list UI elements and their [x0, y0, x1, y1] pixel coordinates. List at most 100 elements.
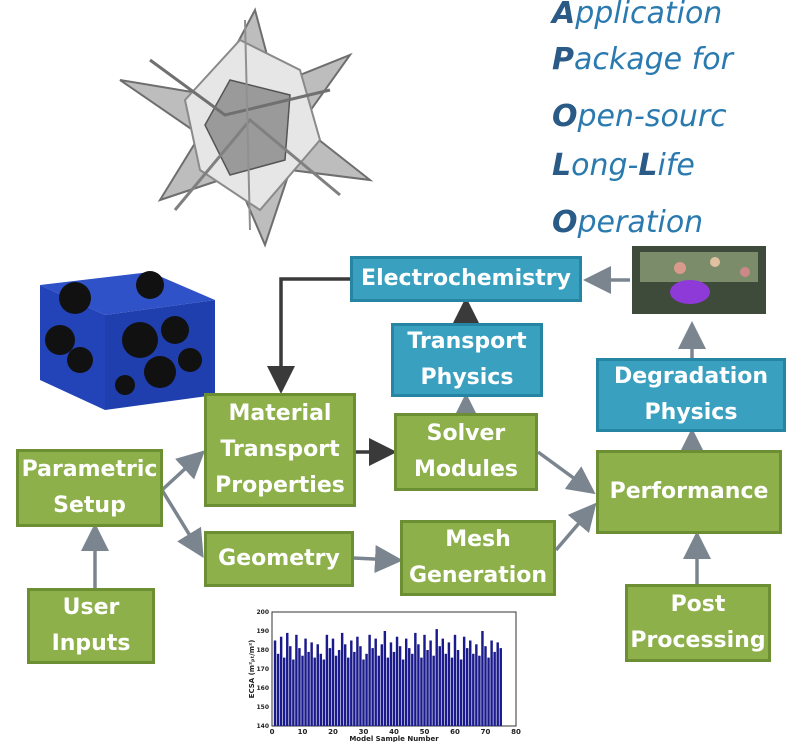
chart-bar: [475, 644, 478, 726]
chart-bar: [340, 632, 344, 726]
chart-bar: [368, 634, 371, 726]
chart-bar: [377, 655, 380, 726]
y-tick-label: 170: [256, 666, 269, 673]
degradation-physics-node: Degradation Physics: [596, 358, 786, 432]
user-inputs-node: User Inputs: [27, 588, 155, 664]
chart-bar: [395, 636, 399, 726]
chart-bar: [380, 644, 384, 726]
chart-bar: [334, 655, 338, 726]
chart-bar: [462, 636, 466, 726]
arrow-setup-to-geometry: [160, 489, 204, 558]
acronym-line-application: Application: [552, 0, 723, 31]
chart-bar: [282, 657, 286, 726]
chart-bar: [414, 632, 417, 726]
arrow-setup-to-material: [160, 450, 206, 492]
geometry-node: Geometry: [204, 531, 354, 587]
chart-bar: [298, 648, 301, 726]
performance-node: Performance: [596, 450, 782, 534]
chart-bar: [487, 657, 490, 726]
chart-bar: [432, 655, 435, 726]
chart-bar: [389, 642, 393, 726]
chart-bar: [386, 657, 390, 726]
chart-bar: [328, 648, 332, 726]
chart-bar: [472, 653, 475, 726]
chart-bar: [404, 638, 408, 726]
chart-bar: [398, 646, 402, 726]
mesh-generation-node: Mesh Generation: [400, 520, 556, 596]
chart-bar: [343, 644, 347, 726]
chart-bar: [371, 648, 374, 726]
material-transport-properties-node: Material Transport Properties: [204, 393, 356, 507]
chart-bar: [441, 638, 445, 726]
chart-bar: [316, 644, 319, 726]
chart-bar: [331, 638, 335, 726]
chart-bar: [408, 648, 411, 726]
chart-bar: [310, 642, 313, 726]
y-tick-label: 150: [256, 704, 269, 711]
x-tick-label: 40: [389, 728, 399, 736]
x-tick-label: 50: [420, 728, 430, 736]
chart-bar: [435, 629, 438, 726]
chart-bar: [417, 644, 420, 726]
chart-bar: [347, 657, 350, 726]
chart-bar: [365, 653, 368, 726]
x-tick-label: 0: [270, 728, 275, 736]
chart-bar: [456, 650, 460, 726]
chart-bar: [286, 632, 289, 726]
arrow-geometry-to-mesh: [352, 545, 403, 574]
chart-bar: [292, 659, 295, 726]
x-tick-label: 10: [298, 728, 308, 736]
y-tick-label: 200: [256, 609, 269, 616]
post-processing-node: Post Processing: [625, 584, 771, 662]
x-tick-label: 60: [450, 728, 460, 736]
chart-bar: [307, 651, 310, 726]
chart-bar: [279, 636, 283, 726]
chart-bar: [411, 653, 414, 726]
arrow-mesh-to-performance: [554, 502, 597, 552]
electrochemistry-node: Electrochemistry: [350, 256, 582, 302]
chart-bar: [420, 657, 423, 726]
acronym-line-long-life: Long-Life: [552, 148, 695, 183]
chart-bar: [490, 640, 493, 726]
chart-bar: [401, 659, 405, 726]
chart-bar: [493, 651, 496, 726]
y-tick-label: 190: [256, 628, 269, 635]
arrow-electro-to-material: [267, 277, 350, 394]
acronym-line-open-source: Open-sourc: [552, 99, 727, 134]
chart-bar: [319, 653, 323, 726]
chart-bar: [469, 640, 472, 726]
chart-bar: [353, 651, 356, 726]
chart-bar: [276, 653, 280, 726]
chart-bar: [426, 650, 429, 726]
chart-bar: [295, 634, 298, 726]
x-tick-label: 30: [359, 728, 369, 736]
chart-bar: [392, 651, 396, 726]
chart-bar: [478, 655, 481, 726]
y-tick-label: 140: [256, 723, 269, 730]
chart-bar: [374, 638, 377, 726]
chart-bar: [429, 640, 432, 726]
acronym-line-package: Package for: [552, 42, 733, 77]
chart-bar: [447, 642, 451, 726]
chart-bar: [499, 648, 502, 726]
chart-bar: [438, 646, 441, 726]
chart-bar: [273, 640, 277, 726]
chart-bar: [313, 657, 316, 726]
y-tick-label: 180: [256, 647, 269, 654]
chart-bar: [301, 655, 304, 726]
chart-bar: [423, 634, 426, 726]
chart-bar: [481, 631, 484, 726]
acronym-line-operation: Operation: [552, 205, 704, 240]
chart-bar: [383, 631, 387, 726]
chart-bar: [359, 646, 362, 726]
chart-bar: [350, 640, 353, 726]
chart-bar: [444, 653, 448, 726]
chart-bar: [459, 659, 463, 726]
arrow-solver-to-performance: [536, 450, 596, 495]
chart-bar: [325, 634, 329, 726]
chart-bar: [356, 636, 359, 726]
y-axis-label: ECSA (m²ₚₜ/m²): [248, 640, 256, 699]
chart-bar: [362, 659, 365, 726]
